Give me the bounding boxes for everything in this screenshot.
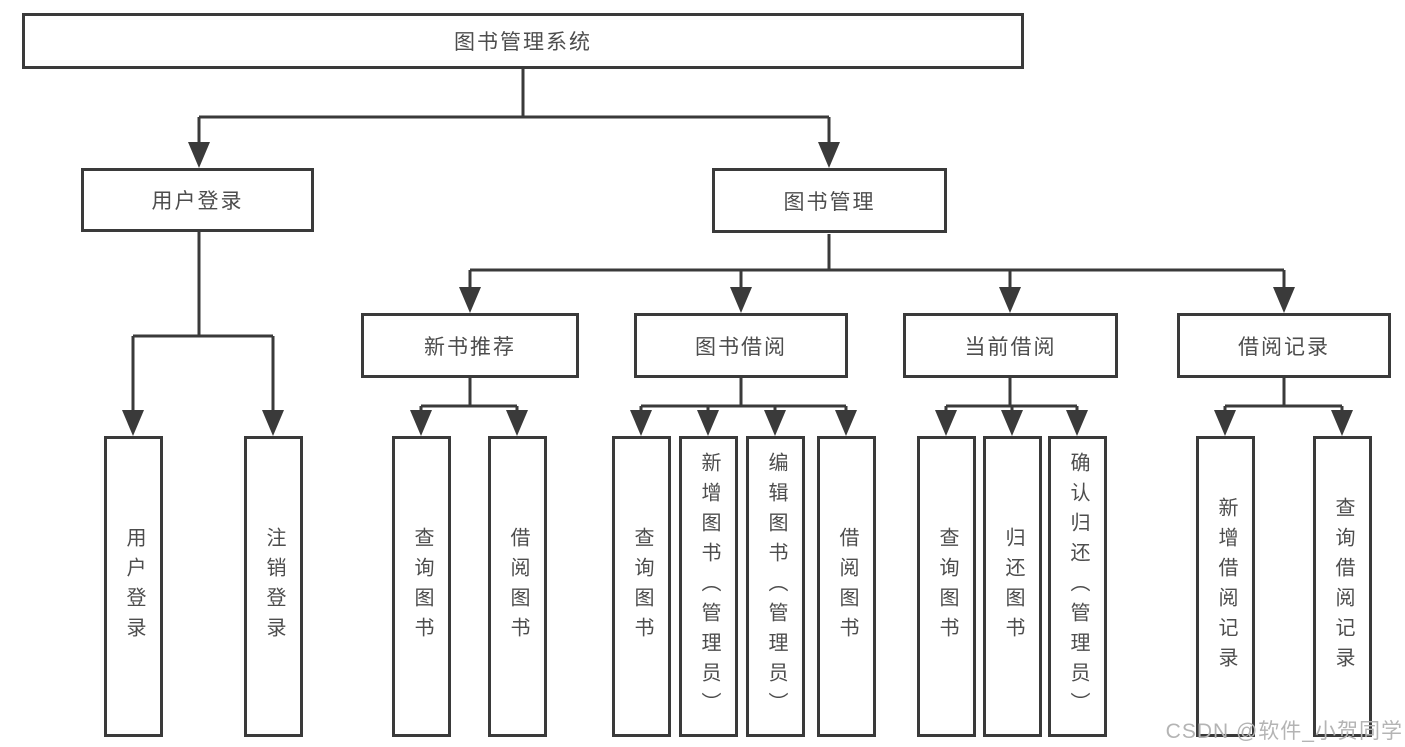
node-label: 借阅图书	[507, 526, 529, 647]
node-borrowing-records: 借阅记录	[1177, 313, 1391, 378]
leaf-confirm-return-admin: 确认归还（管理员）	[1048, 436, 1107, 737]
node-label: 查询图书	[936, 526, 958, 647]
leaf-edit-books-admin: 编辑图书（管理员）	[746, 436, 805, 737]
node-user-login: 用户登录	[81, 168, 314, 232]
leaf-user-login: 用户登录	[104, 436, 163, 737]
leaf-borrow-books: 借阅图书	[817, 436, 876, 737]
node-label: 新增图书（管理员）	[698, 451, 720, 722]
node-label: 编辑图书（管理员）	[765, 451, 787, 722]
node-label: 用户登录	[151, 190, 244, 213]
node-label: 借阅图书	[836, 526, 858, 647]
leaf-query-books-current: 查询图书	[917, 436, 976, 737]
node-library-management-system: 图书管理系统	[22, 13, 1024, 69]
leaf-add-borrow-record: 新增借阅记录	[1196, 436, 1255, 737]
node-label: 借阅记录	[1238, 335, 1330, 359]
node-label: 图书管理	[783, 190, 876, 214]
node-new-book-recommendation: 新书推荐	[361, 313, 579, 378]
node-book-borrowing: 图书借阅	[634, 313, 848, 378]
leaf-add-books-admin: 新增图书（管理员）	[679, 436, 738, 737]
leaf-return-books: 归还图书	[983, 436, 1042, 737]
node-label: 用户登录	[123, 526, 145, 647]
leaf-logout: 注销登录	[244, 436, 303, 737]
watermark-text: CSDN @软件_小贺同学	[1165, 720, 1403, 743]
node-label: 查询图书	[411, 526, 433, 647]
node-label: 图书借阅	[695, 335, 787, 359]
node-current-borrowing: 当前借阅	[903, 313, 1118, 378]
leaf-query-books-recommend: 查询图书	[392, 436, 451, 737]
arrowheads	[122, 142, 1353, 436]
node-label: 查询借阅记录	[1332, 496, 1354, 677]
node-book-management: 图书管理	[712, 168, 947, 233]
node-label: 新书推荐	[424, 335, 516, 359]
node-label: 当前借阅	[964, 335, 1057, 359]
leaf-query-books-borrow: 查询图书	[612, 436, 671, 737]
leaf-borrow-books-recommend: 借阅图书	[488, 436, 547, 737]
leaf-query-borrow-record: 查询借阅记录	[1313, 436, 1372, 737]
node-label: 归还图书	[1002, 526, 1024, 647]
node-label: 确认归还（管理员）	[1067, 451, 1089, 722]
node-label: 图书管理系统	[454, 31, 592, 54]
node-label: 新增借阅记录	[1215, 496, 1237, 677]
node-label: 查询图书	[631, 526, 653, 647]
node-label: 注销登录	[263, 526, 285, 647]
